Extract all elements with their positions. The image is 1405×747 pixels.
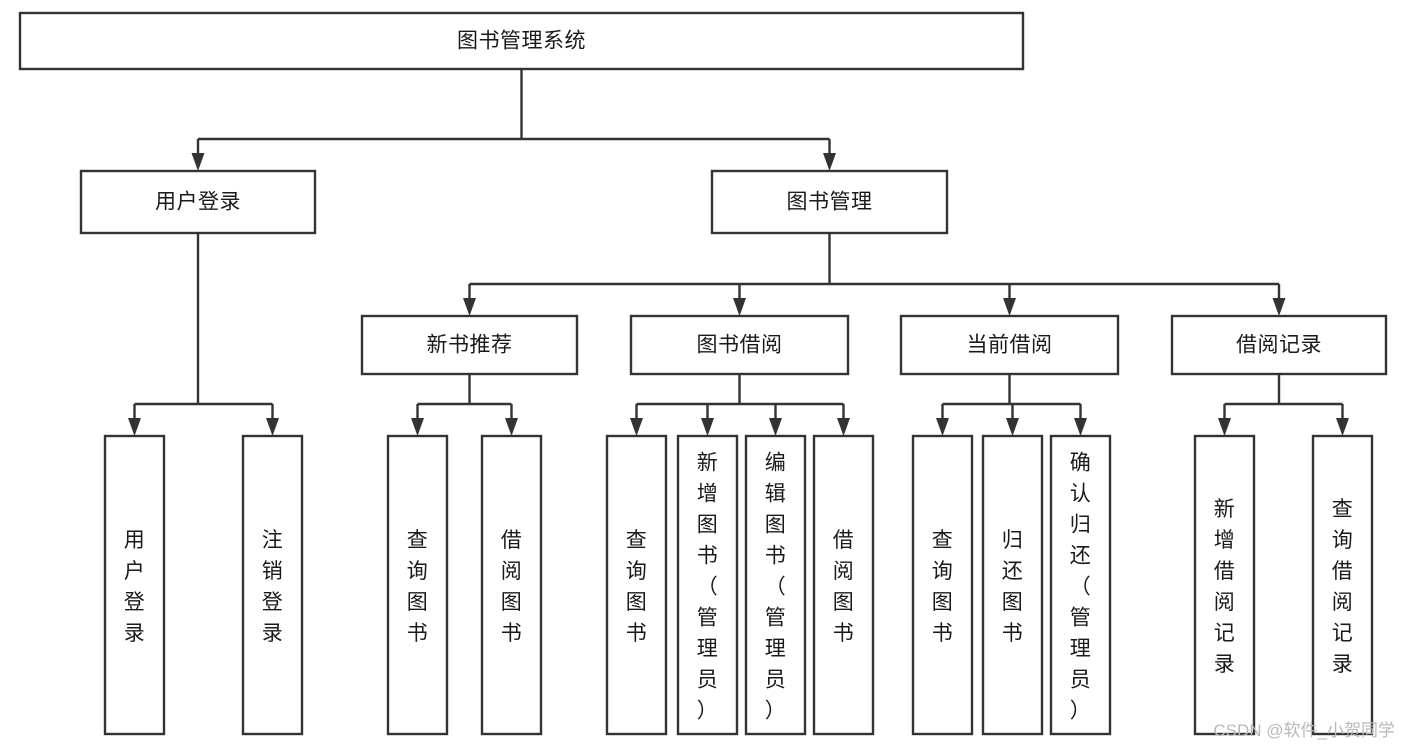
node-leaf-query-book-3[interactable]: 查询图书 — [911, 434, 974, 736]
node-box — [911, 434, 974, 736]
node-leaf-query-book-1[interactable]: 查询图书 — [386, 434, 449, 736]
arrow-head-icon — [1218, 418, 1231, 436]
node-current-borrow[interactable]: 当前借阅 — [899, 314, 1120, 376]
node-box — [812, 434, 875, 736]
node-label: 查询图书 — [407, 529, 429, 645]
node-label: 查询借阅记录 — [1332, 498, 1354, 676]
node-box — [360, 314, 579, 376]
arrow-head-icon — [463, 298, 476, 316]
node-label: 注销登录 — [262, 529, 284, 645]
node-leaf-return-book[interactable]: 归还图书 — [981, 434, 1044, 736]
node-label: 图书管理 — [787, 191, 873, 214]
arrow-head-icon — [1272, 298, 1286, 316]
node-box — [18, 11, 1025, 71]
node-label: 新增借阅记录 — [1214, 498, 1236, 676]
node-box — [629, 314, 850, 376]
node-label: 确认归还（管理员） — [1070, 452, 1092, 723]
node-label: 借阅图书 — [833, 529, 855, 645]
node-label: 借阅记录 — [1236, 334, 1322, 357]
node-root[interactable]: 图书管理系统 — [18, 11, 1025, 71]
arrow-head-icon — [505, 418, 518, 436]
node-label: 用户登录 — [155, 191, 241, 214]
node-box — [981, 434, 1044, 736]
node-box — [1170, 314, 1388, 376]
node-leaf-confirm-return[interactable]: 确认归还（管理员） — [1049, 434, 1112, 736]
node-box — [676, 434, 739, 736]
arrow-head-icon — [837, 418, 850, 436]
node-book-manage[interactable]: 图书管理 — [710, 169, 949, 235]
node-box — [744, 434, 807, 736]
node-user-login[interactable]: 用户登录 — [79, 169, 317, 235]
node-box — [386, 434, 449, 736]
arrow-head-icon — [1006, 418, 1019, 436]
node-label: 查询图书 — [932, 529, 954, 645]
arrow-head-icon — [411, 418, 424, 436]
node-leaf-borrow-book-1[interactable]: 借阅图书 — [480, 434, 543, 736]
node-leaf-query-book-2[interactable]: 查询图书 — [605, 434, 668, 736]
node-label: 当前借阅 — [967, 334, 1053, 357]
arrow-head-icon — [1336, 418, 1349, 436]
node-box — [79, 169, 317, 235]
node-label: 归还图书 — [1002, 529, 1024, 645]
arrow-head-icon — [630, 418, 643, 436]
node-leaf-add-book[interactable]: 新增图书（管理员） — [676, 434, 739, 736]
arrow-head-icon — [733, 298, 746, 316]
node-label: 编辑图书（管理员） — [765, 452, 787, 723]
node-leaf-query-record[interactable]: 查询借阅记录 — [1311, 434, 1374, 736]
arrow-head-icon — [936, 418, 949, 436]
node-layer: 图书管理系统用户登录图书管理新书推荐图书借阅当前借阅借阅记录用户登录注销登录查询… — [18, 11, 1388, 736]
node-leaf-add-record[interactable]: 新增借阅记录 — [1193, 434, 1256, 736]
arrow-head-icon — [191, 153, 205, 171]
node-box — [710, 169, 949, 235]
node-label: 新书推荐 — [427, 334, 513, 357]
node-box — [1049, 434, 1112, 736]
node-box — [1311, 434, 1374, 736]
arrow-head-icon — [128, 418, 141, 436]
arrow-head-icon — [769, 418, 782, 436]
node-leaf-edit-book[interactable]: 编辑图书（管理员） — [744, 434, 807, 736]
node-borrow-record[interactable]: 借阅记录 — [1170, 314, 1388, 376]
node-box — [241, 434, 304, 736]
arrow-head-icon — [701, 418, 714, 436]
node-leaf-borrow-book-2[interactable]: 借阅图书 — [812, 434, 875, 736]
node-box — [1193, 434, 1256, 736]
node-label: 图书管理系统 — [457, 30, 586, 53]
node-box — [480, 434, 543, 736]
node-label: 借阅图书 — [501, 529, 523, 645]
node-label: 图书借阅 — [697, 334, 783, 357]
node-box — [103, 434, 166, 736]
node-box — [899, 314, 1120, 376]
arrow-head-icon — [266, 418, 279, 436]
node-book-borrow[interactable]: 图书借阅 — [629, 314, 850, 376]
node-leaf-user-login[interactable]: 用户登录 — [103, 434, 166, 736]
node-leaf-logout[interactable]: 注销登录 — [241, 434, 304, 736]
node-new-book-rec[interactable]: 新书推荐 — [360, 314, 579, 376]
arrow-head-icon — [823, 153, 836, 171]
node-label: 用户登录 — [124, 529, 146, 645]
arrow-head-icon — [1003, 298, 1016, 316]
node-label: 查询图书 — [626, 529, 648, 645]
arrow-head-icon — [1074, 418, 1087, 436]
csdn-watermark: CSDN @软件_小贺同学 — [1213, 721, 1395, 740]
connector-layer — [128, 69, 1349, 436]
node-label: 新增图书（管理员） — [697, 452, 719, 723]
node-box — [605, 434, 668, 736]
